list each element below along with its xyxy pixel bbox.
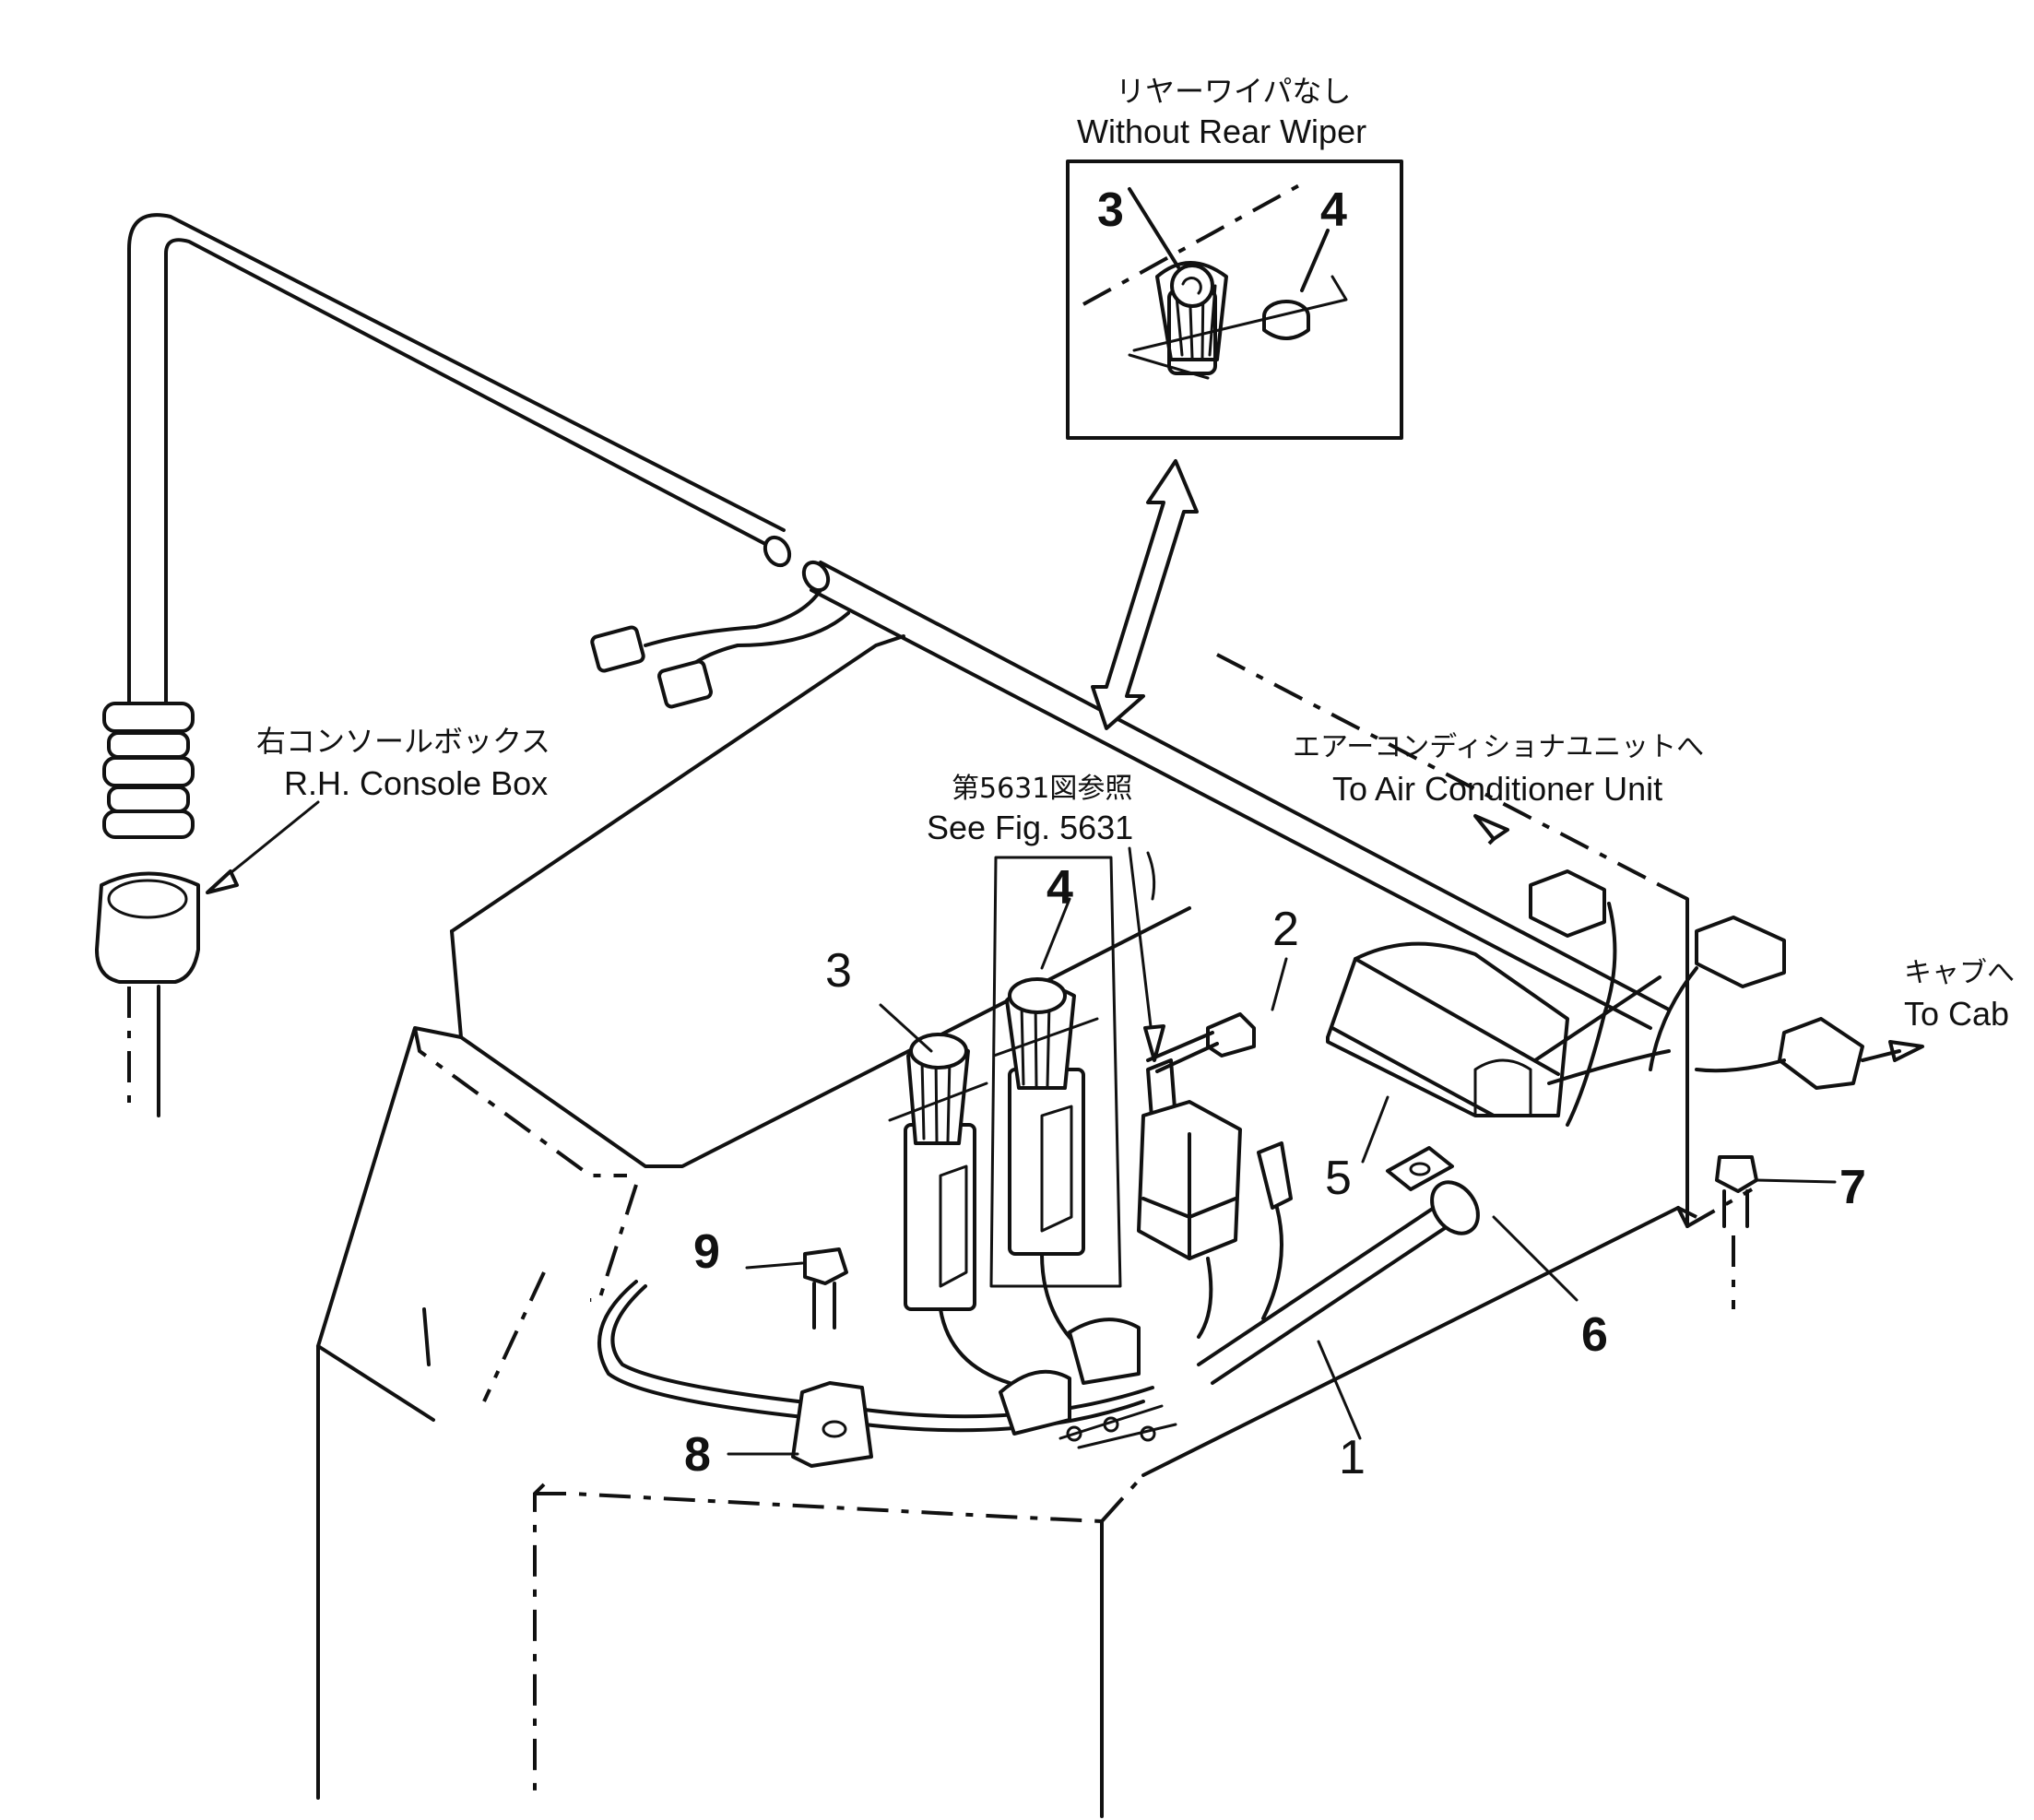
cable-grommet [95,702,200,1117]
inset-callout-4: 4 [1320,183,1347,237]
label-see-fig-jp: 第5631図参照 [952,773,1132,805]
harness-branch-connectors [590,588,850,709]
label-see-fig-en: See Fig. 5631 [927,809,1133,846]
inset-callout-3: 3 [1097,183,1124,237]
callout-6: 6 [1581,1308,1608,1362]
ac-connectors [1473,814,1924,1127]
switch-knob-3 [888,1033,1011,1385]
harness-1-and-clamp-6 [1197,1146,1480,1385]
label-to-cab-jp: キャブへ [1904,957,2015,989]
label-console-box-jp: 右コンソールボックス [256,724,550,759]
text-labels: リヤーワイパなし Without Rear Wiper 右コンソールボックス R… [256,74,2015,1033]
switch-knob-4 [989,856,1122,1357]
callout-9: 9 [693,1225,720,1279]
callout-7: 7 [1839,1161,1866,1214]
console-box-outline [316,634,1753,1818]
label-without-rear-wiper-en: Without Rear Wiper [1077,112,1366,150]
double-arrow [1091,459,1199,730]
callouts: 1 2 3 4 5 6 7 8 9 [684,861,1866,1484]
label-air-conditioner-jp: エアーコンディショナユニットへ [1293,731,1704,763]
label-to-cab-en: To Cab [1904,995,2009,1033]
label-console-box-en: R.H. Console Box [284,764,548,802]
bolt-9 [803,1247,848,1330]
callout-2: 2 [1272,903,1299,956]
overhead-cable [127,213,1671,1030]
callout-8: 8 [684,1428,711,1482]
callout-1: 1 [1339,1431,1366,1484]
callout-4: 4 [1047,861,1073,915]
clamp-8-and-wiring [597,1280,1177,1468]
bolt-2 [1146,1012,1256,1073]
callout-3: 3 [825,944,852,998]
bolt-7 [1715,1155,1758,1228]
label-air-conditioner-en: To Air Conditioner Unit [1332,770,1662,808]
inset-without-rear-wiper: 3 4 [1066,160,1403,440]
label-without-rear-wiper-jp: リヤーワイパなし [1116,74,1351,109]
callout-5: 5 [1325,1152,1352,1205]
relay-block [1137,1058,1293,1339]
leader-lines [206,800,1837,1456]
controller-unit-5 [1326,941,1671,1117]
